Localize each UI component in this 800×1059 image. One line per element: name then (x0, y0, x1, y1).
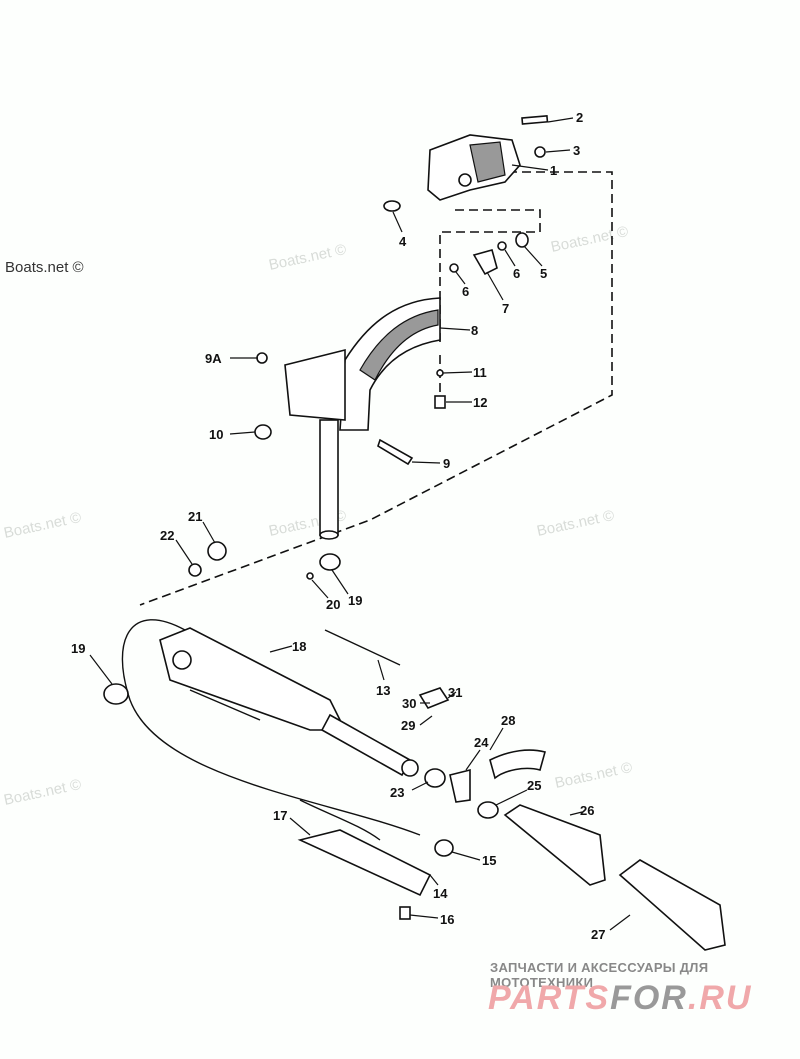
callout-25: 25 (527, 778, 541, 793)
callout-9a: 9A (205, 351, 222, 366)
assembly-lines (139, 171, 613, 606)
swivel-bracket (254, 297, 446, 540)
callout-9: 9 (443, 456, 450, 471)
watermark: Boats.net © (549, 223, 629, 256)
watermark-dark: Boats.net © (5, 259, 84, 276)
bracket-assembly (383, 114, 549, 276)
brand-logo: PARTSFOR.RU (488, 980, 752, 1016)
callout-3: 3 (573, 143, 580, 158)
watermark: Boats.net © (535, 507, 615, 540)
watermark: Boats.net © (553, 759, 633, 792)
callout-2: 2 (576, 110, 583, 125)
callout-10: 10 (209, 427, 223, 442)
callout-29: 29 (401, 718, 415, 733)
callout-16: 16 (440, 912, 454, 927)
callout-11: 11 (473, 365, 487, 380)
tiller-handle (121, 619, 726, 951)
callout-15: 15 (482, 853, 496, 868)
callout-21: 21 (188, 509, 202, 524)
callout-27: 27 (591, 927, 605, 942)
callout-24: 24 (474, 735, 489, 750)
watermark: Boats.net © (267, 241, 347, 274)
footer-tagline: ЗАПЧАСТИ И АКСЕССУАРЫ ДЛЯ МОТОТЕХНИКИ (490, 960, 709, 990)
callout-leaders (89, 117, 631, 931)
small-parts (103, 541, 341, 705)
callout-12: 12 (473, 395, 487, 410)
callout-19b: 19 (71, 641, 85, 656)
callout-22: 22 (160, 528, 174, 543)
watermark: Boats.net © (2, 509, 82, 542)
callout-20: 20 (326, 597, 340, 612)
callout-7: 7 (502, 301, 509, 316)
brand-part1: PARTS (488, 979, 611, 1017)
callout-17: 17 (273, 808, 287, 823)
brand-part2: FOR (610, 979, 688, 1017)
callout-26: 26 (580, 803, 594, 818)
callout-14: 14 (433, 886, 448, 901)
callout-30: 30 (402, 696, 416, 711)
callout-13: 13 (376, 683, 390, 698)
callout-28: 28 (501, 713, 515, 728)
callout-6: 6 (513, 266, 520, 281)
callout-4: 4 (399, 234, 407, 249)
callout-18: 18 (292, 639, 306, 654)
callout-31: 31 (448, 685, 462, 700)
callout-23: 23 (390, 785, 404, 800)
callout-8: 8 (471, 323, 478, 338)
callout-1: 1 (550, 163, 557, 178)
callout-5: 5 (540, 266, 547, 281)
watermark: Boats.net © (2, 776, 82, 809)
callout-labels: 2 3 1 4 5 6 6 7 8 9A 11 12 10 9 21 22 19… (71, 110, 605, 942)
callout-19: 19 (348, 593, 362, 608)
callout-6b: 6 (462, 284, 469, 299)
brand-part3: .RU (687, 979, 753, 1017)
